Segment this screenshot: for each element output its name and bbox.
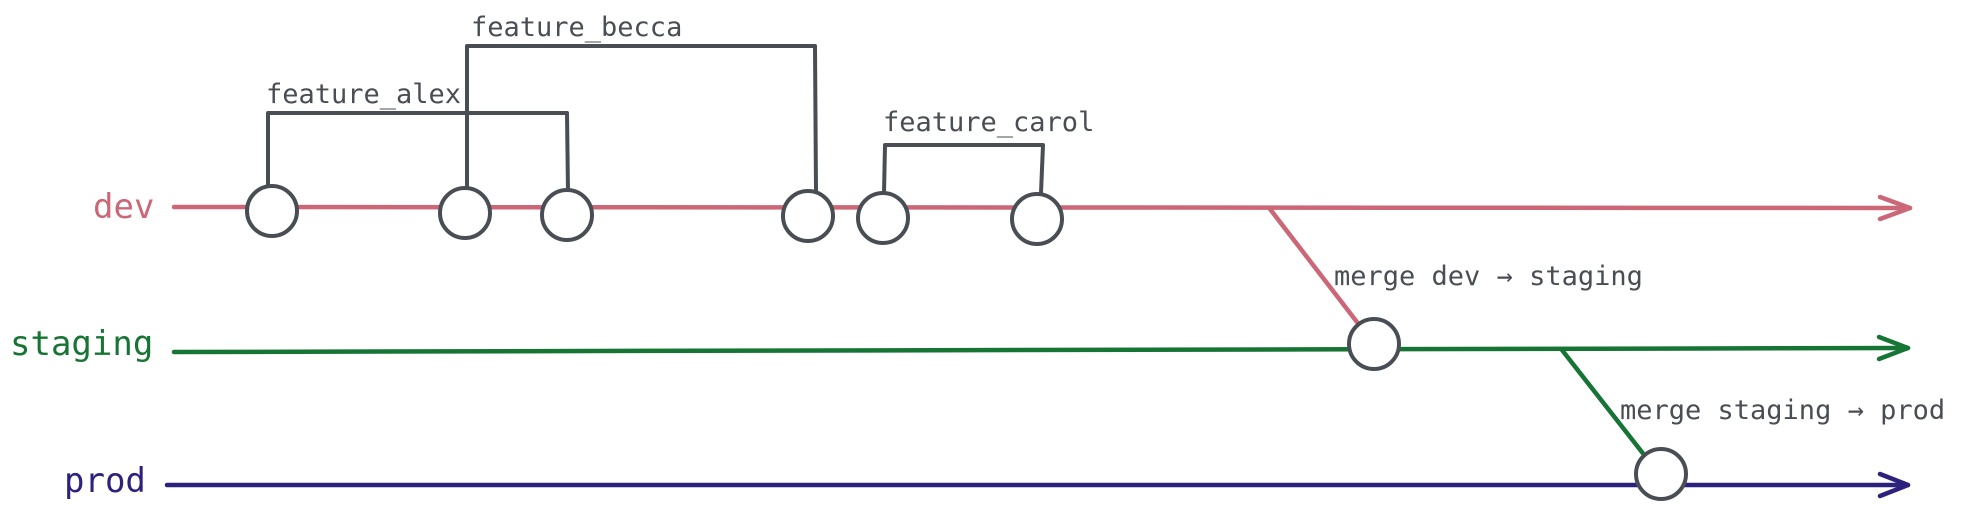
prod-branch-label: prod (64, 461, 146, 501)
feature-carol-label: feature_carol (883, 107, 1094, 138)
prod-merge-commit (1634, 447, 1688, 501)
dev-commit (540, 188, 594, 242)
prod-branch-arrowhead (1877, 471, 1911, 499)
dev-commit (245, 184, 299, 238)
merge-staging-prod-connector (1559, 347, 1648, 459)
merge-staging-prod-label: merge staging → prod (1620, 395, 1945, 426)
dev-commit (856, 191, 910, 245)
feature-becca-label: feature_becca (471, 12, 682, 43)
staging-branch (171, 334, 1911, 362)
feature-alex-bracket (266, 111, 570, 194)
dev-commit (781, 189, 835, 243)
merge-dev-staging-label: merge dev → staging (1334, 261, 1643, 292)
dev-commit (1010, 192, 1064, 246)
staging-branch-line (171, 345, 1911, 355)
prod-branch (164, 471, 1911, 499)
staging-merge-commit (1347, 317, 1401, 371)
dev-branch-label: dev (93, 187, 154, 227)
dev-commit (438, 186, 492, 240)
staging-branch-label: staging (10, 324, 153, 364)
dev-branch-arrowhead (1877, 194, 1913, 222)
feature-carol-bracket (882, 143, 1045, 195)
merge-dev-staging-connector (1267, 206, 1363, 329)
feature-alex-label: feature_alex (266, 79, 461, 110)
feature-becca-bracket (465, 44, 818, 194)
staging-branch-arrowhead (1876, 334, 1911, 362)
